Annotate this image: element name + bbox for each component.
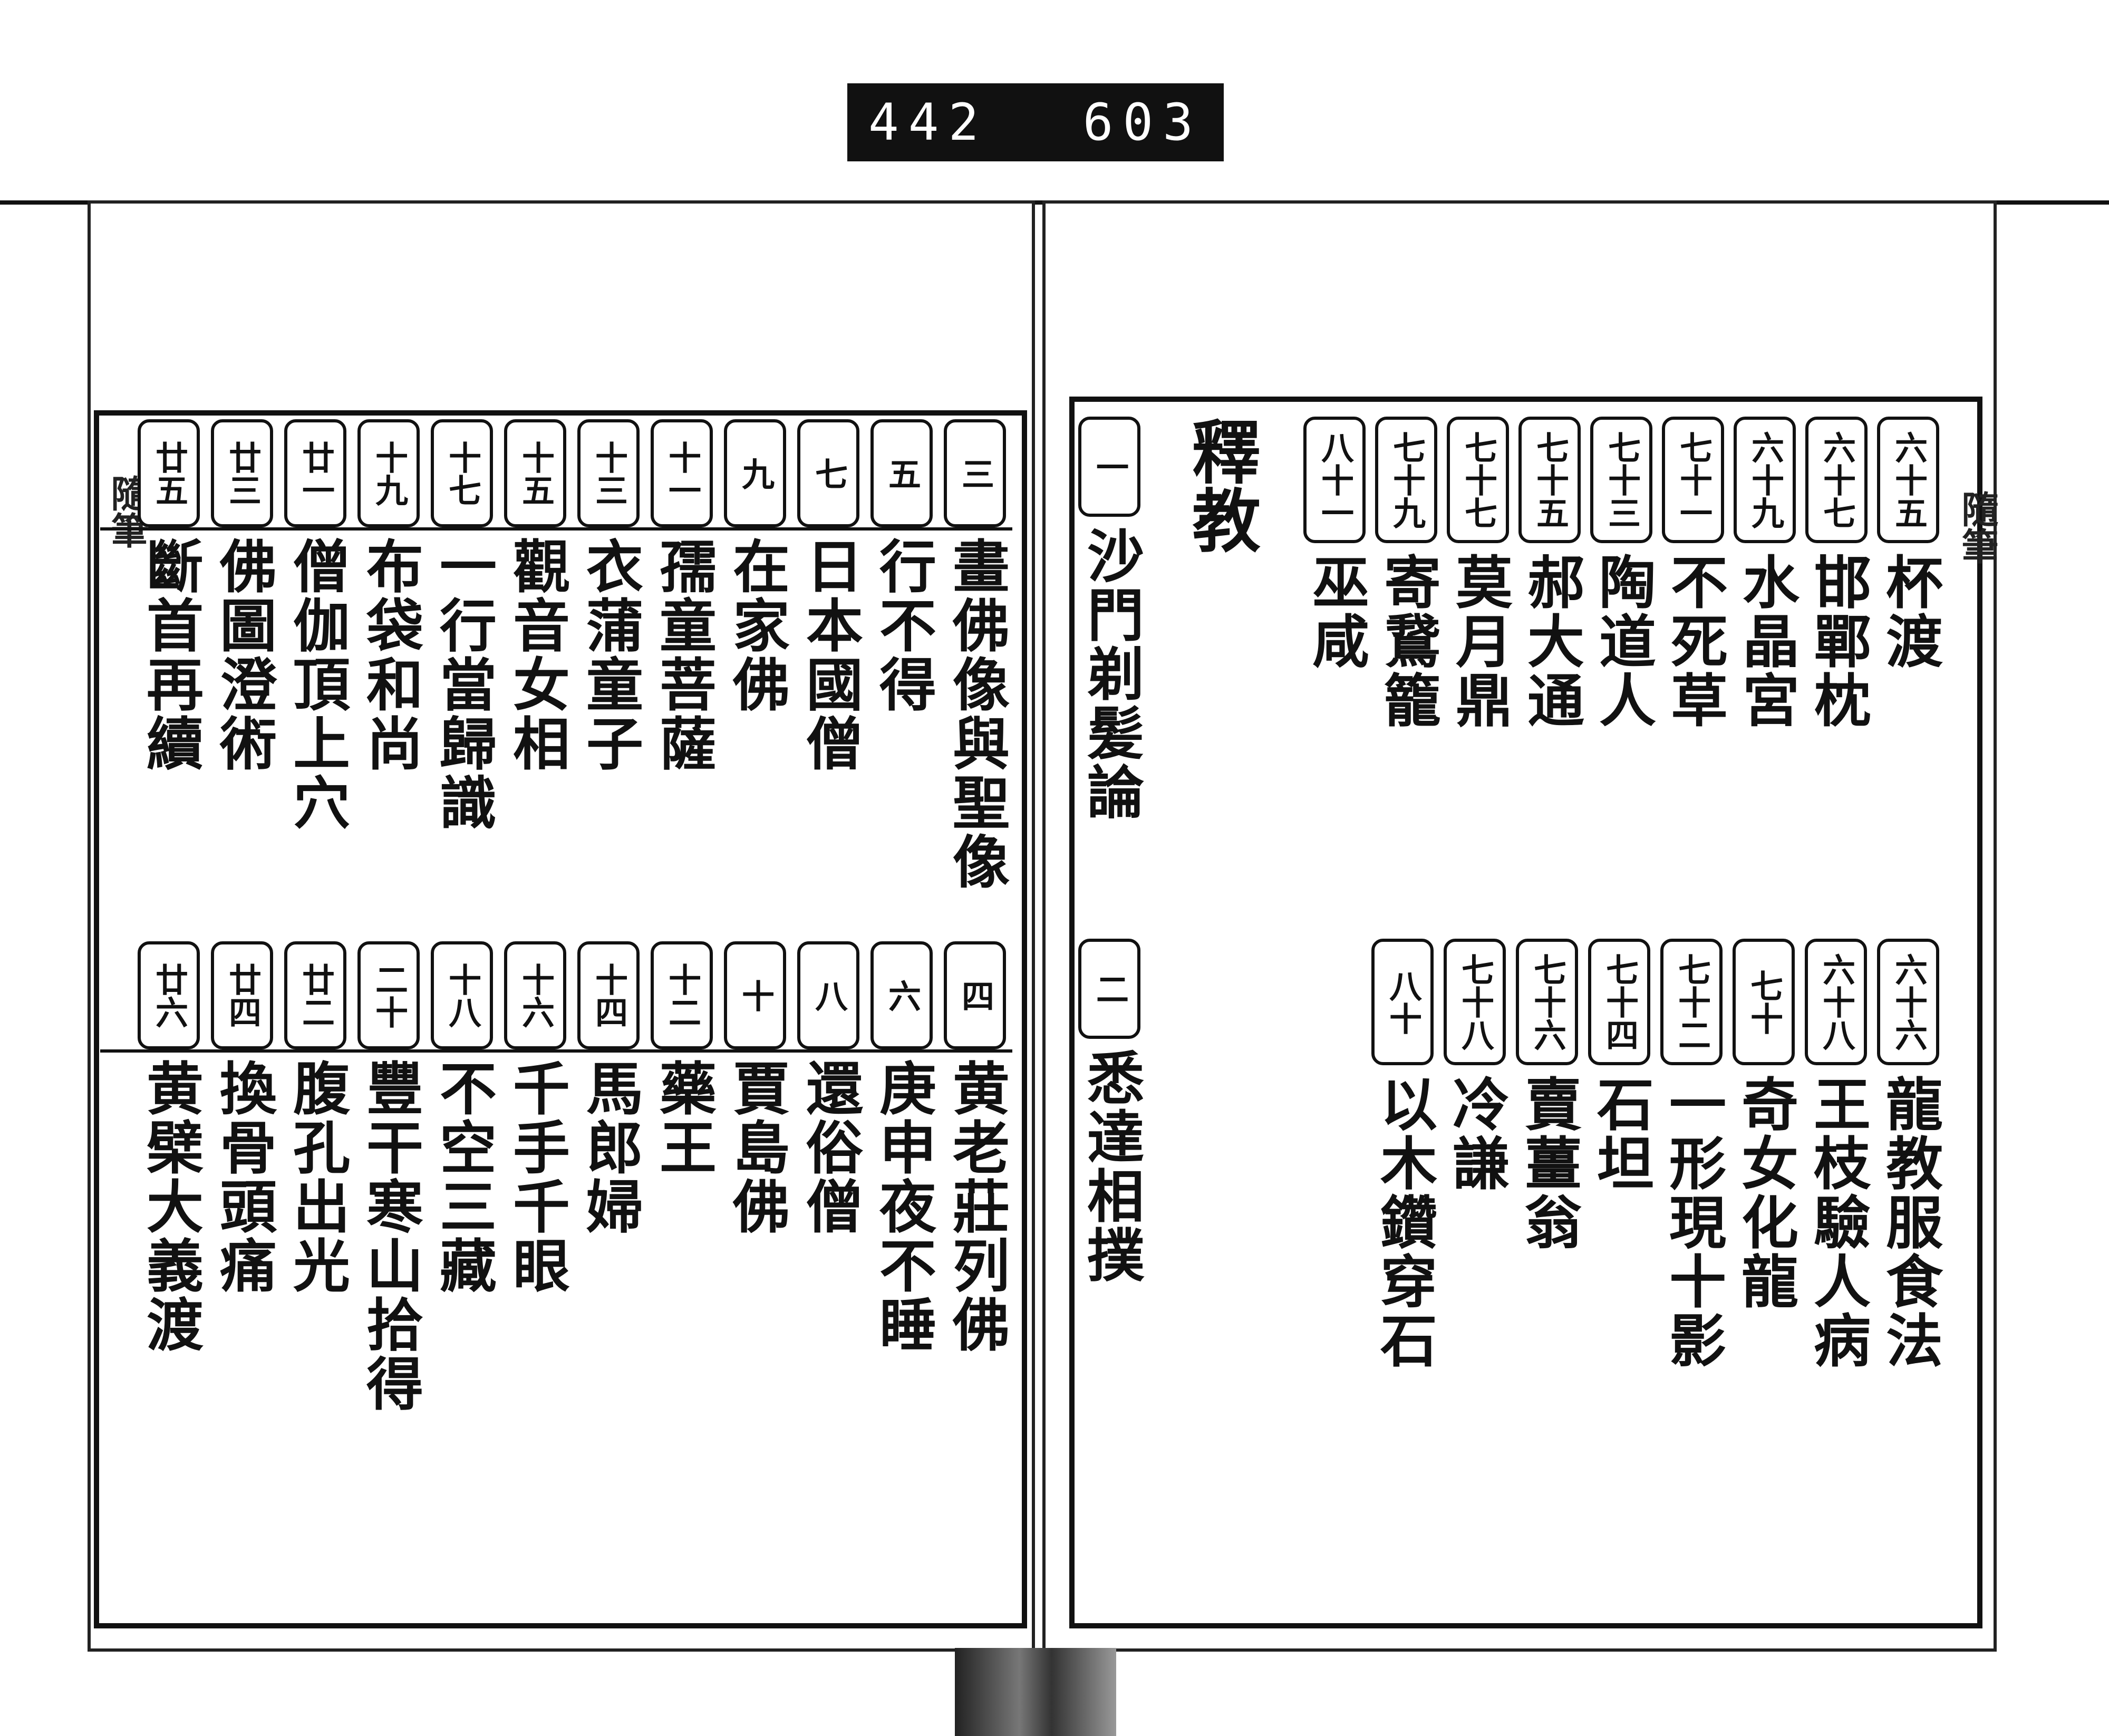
right-bottom-entry-title[interactable]: 石坦 bbox=[1588, 1075, 1654, 1193]
left-page-frame bbox=[94, 410, 1027, 1628]
left-bottom-entry-title[interactable]: 千手千眼 bbox=[504, 1059, 570, 1295]
catalog-number-left: 442 bbox=[868, 93, 989, 152]
right-bottom-entry-title[interactable]: 奇女化龍 bbox=[1732, 1075, 1798, 1311]
left-top-entry-title[interactable]: 布袋和尚 bbox=[357, 537, 423, 773]
left-bottom-entry-number: 廿二 bbox=[284, 941, 346, 1049]
right-top-entry-title[interactable]: 不死草 bbox=[1661, 553, 1728, 730]
left-bottom-entry-title[interactable]: 換骨頭痛 bbox=[210, 1059, 277, 1295]
left-bottom-entry-number: 十 bbox=[724, 941, 786, 1049]
right-top-entry-number: 七十五 bbox=[1518, 417, 1581, 543]
right-bottom-entry-title[interactable]: 王枝驗人病 bbox=[1804, 1075, 1871, 1370]
section-title: 釋教 bbox=[1181, 417, 1261, 554]
left-bottom-entry-title[interactable]: 腹孔出光 bbox=[284, 1059, 350, 1295]
right-bottom-entry-title[interactable]: 冷謙 bbox=[1443, 1075, 1510, 1193]
left-bottom-entry-title[interactable]: 庚申夜不睡 bbox=[870, 1059, 936, 1354]
right-top-entry-title[interactable]: 水晶宮 bbox=[1733, 553, 1800, 730]
left-bottom-entry-number: 四 bbox=[944, 941, 1006, 1049]
right-second-entry-title[interactable]: 悉達相撲 bbox=[1078, 1048, 1144, 1285]
right-page-frame bbox=[1069, 397, 1982, 1628]
right-first-entry-number: 一 bbox=[1078, 417, 1140, 517]
right-bottom-entry-title[interactable]: 龍教服食法 bbox=[1876, 1075, 1943, 1370]
left-top-entry-number: 十五 bbox=[504, 419, 566, 527]
left-bottom-entry-number: 廿四 bbox=[211, 941, 273, 1049]
right-bottom-entry-number: 六十六 bbox=[1877, 939, 1939, 1065]
right-bottom-entry-number: 七十 bbox=[1733, 939, 1795, 1065]
right-bottom-entry-number: 七十六 bbox=[1516, 939, 1578, 1065]
row-divider bbox=[100, 1049, 1012, 1053]
right-top-entry-number: 六十七 bbox=[1805, 417, 1868, 543]
right-bottom-entry-number: 六十八 bbox=[1805, 939, 1867, 1065]
left-bottom-entry-title[interactable]: 還俗僧 bbox=[797, 1059, 863, 1236]
left-bottom-entry-title[interactable]: 黄檗大義渡 bbox=[137, 1059, 204, 1354]
left-bottom-entry-title[interactable]: 黄老莊列佛 bbox=[943, 1059, 1010, 1354]
left-top-entry-number: 廿三 bbox=[211, 419, 273, 527]
right-bottom-entry-title[interactable]: 以木鑽穿石 bbox=[1371, 1075, 1437, 1370]
left-bottom-entry-number: 十八 bbox=[431, 941, 493, 1049]
right-top-entry-number: 六十五 bbox=[1877, 417, 1939, 543]
left-top-entry-number: 九 bbox=[724, 419, 786, 527]
left-bottom-entry-title[interactable]: 賈島佛 bbox=[723, 1059, 790, 1236]
right-top-entry-number: 七十九 bbox=[1375, 417, 1437, 543]
left-top-entry-number: 五 bbox=[870, 419, 933, 527]
left-top-entry-title[interactable]: 觀音女相 bbox=[504, 537, 570, 773]
right-top-entry-number: 七十三 bbox=[1590, 417, 1652, 543]
left-top-entry-title[interactable]: 行不得 bbox=[870, 537, 936, 714]
left-bottom-entry-number: 十二 bbox=[651, 941, 713, 1049]
left-top-entry-title[interactable]: 畫佛像與聖像 bbox=[943, 537, 1010, 891]
right-bottom-entry-number: 七十二 bbox=[1660, 939, 1723, 1065]
right-bottom-entry-number: 七十八 bbox=[1444, 939, 1506, 1065]
right-top-entry-title[interactable]: 郝大通 bbox=[1518, 553, 1584, 730]
catalog-number-right: 603 bbox=[1082, 93, 1203, 152]
catalog-number-label: 442 603 bbox=[847, 83, 1224, 161]
left-top-entry-title[interactable]: 僧伽頂上穴 bbox=[284, 537, 350, 832]
left-bottom-entry-number: 八 bbox=[797, 941, 859, 1049]
right-top-entry-title[interactable]: 杯渡 bbox=[1876, 553, 1943, 671]
left-bottom-entry-number: 十四 bbox=[577, 941, 640, 1049]
left-bottom-entry-title[interactable]: 不空三藏 bbox=[430, 1059, 497, 1295]
left-top-entry-number: 七 bbox=[797, 419, 859, 527]
left-top-entry-number: 廿五 bbox=[138, 419, 200, 527]
right-top-entry-title[interactable]: 寄鵞籠 bbox=[1375, 553, 1441, 730]
left-top-entry-number: 十三 bbox=[577, 419, 640, 527]
left-top-entry-title[interactable]: 斷首再續 bbox=[137, 537, 204, 773]
right-top-entry-number: 六十九 bbox=[1734, 417, 1796, 543]
left-bottom-entry-number: 十六 bbox=[504, 941, 566, 1049]
left-top-entry-number: 三 bbox=[944, 419, 1006, 527]
binding-spine bbox=[955, 1648, 1116, 1736]
left-bottom-entry-title[interactable]: 馬郎婦 bbox=[577, 1059, 643, 1236]
left-top-entry-number: 十九 bbox=[357, 419, 420, 527]
right-top-entry-number: 七十一 bbox=[1662, 417, 1724, 543]
right-margin-title: 隨筆 bbox=[1956, 490, 1999, 564]
left-top-entry-number: 十一 bbox=[651, 419, 713, 527]
left-top-entry-number: 廿一 bbox=[284, 419, 346, 527]
right-top-entry-title[interactable]: 莫月鼎 bbox=[1446, 553, 1513, 730]
right-first-entry-title[interactable]: 沙門剃髪論 bbox=[1078, 526, 1144, 822]
right-top-entry-number: 八十一 bbox=[1303, 417, 1366, 543]
row-divider bbox=[100, 527, 1012, 531]
left-top-entry-title[interactable]: 佛圖澄術 bbox=[210, 537, 277, 773]
left-top-entry-title[interactable]: 孺童菩薩 bbox=[650, 537, 717, 773]
right-bottom-entry-number: 八十 bbox=[1371, 939, 1434, 1065]
right-second-entry-number: 二 bbox=[1078, 939, 1140, 1039]
left-bottom-entry-number: 廿六 bbox=[138, 941, 200, 1049]
left-top-entry-title[interactable]: 一行當歸識 bbox=[430, 537, 497, 832]
right-bottom-entry-title[interactable]: 一形現十影 bbox=[1660, 1075, 1726, 1370]
right-bottom-entry-title[interactable]: 賣薑翁 bbox=[1515, 1075, 1582, 1252]
right-top-entry-title[interactable]: 邯鄲枕 bbox=[1805, 553, 1871, 730]
left-bottom-entry-number: 六 bbox=[870, 941, 933, 1049]
left-top-entry-title[interactable]: 日本國僧 bbox=[797, 537, 863, 773]
left-bottom-entry-title[interactable]: 豐干寒山拾得 bbox=[357, 1059, 423, 1413]
right-bottom-entry-number: 七十四 bbox=[1588, 939, 1650, 1065]
left-top-entry-number: 十七 bbox=[431, 419, 493, 527]
left-bottom-entry-number: 二十 bbox=[357, 941, 420, 1049]
left-top-entry-title[interactable]: 衣蒲童子 bbox=[577, 537, 643, 773]
right-top-entry-title[interactable]: 陶道人 bbox=[1590, 553, 1656, 730]
left-top-entry-title[interactable]: 在家佛 bbox=[723, 537, 790, 714]
left-bottom-entry-title[interactable]: 藥王 bbox=[650, 1059, 717, 1177]
right-top-entry-title[interactable]: 巫咸 bbox=[1303, 553, 1369, 671]
right-top-entry-number: 七十七 bbox=[1447, 417, 1509, 543]
